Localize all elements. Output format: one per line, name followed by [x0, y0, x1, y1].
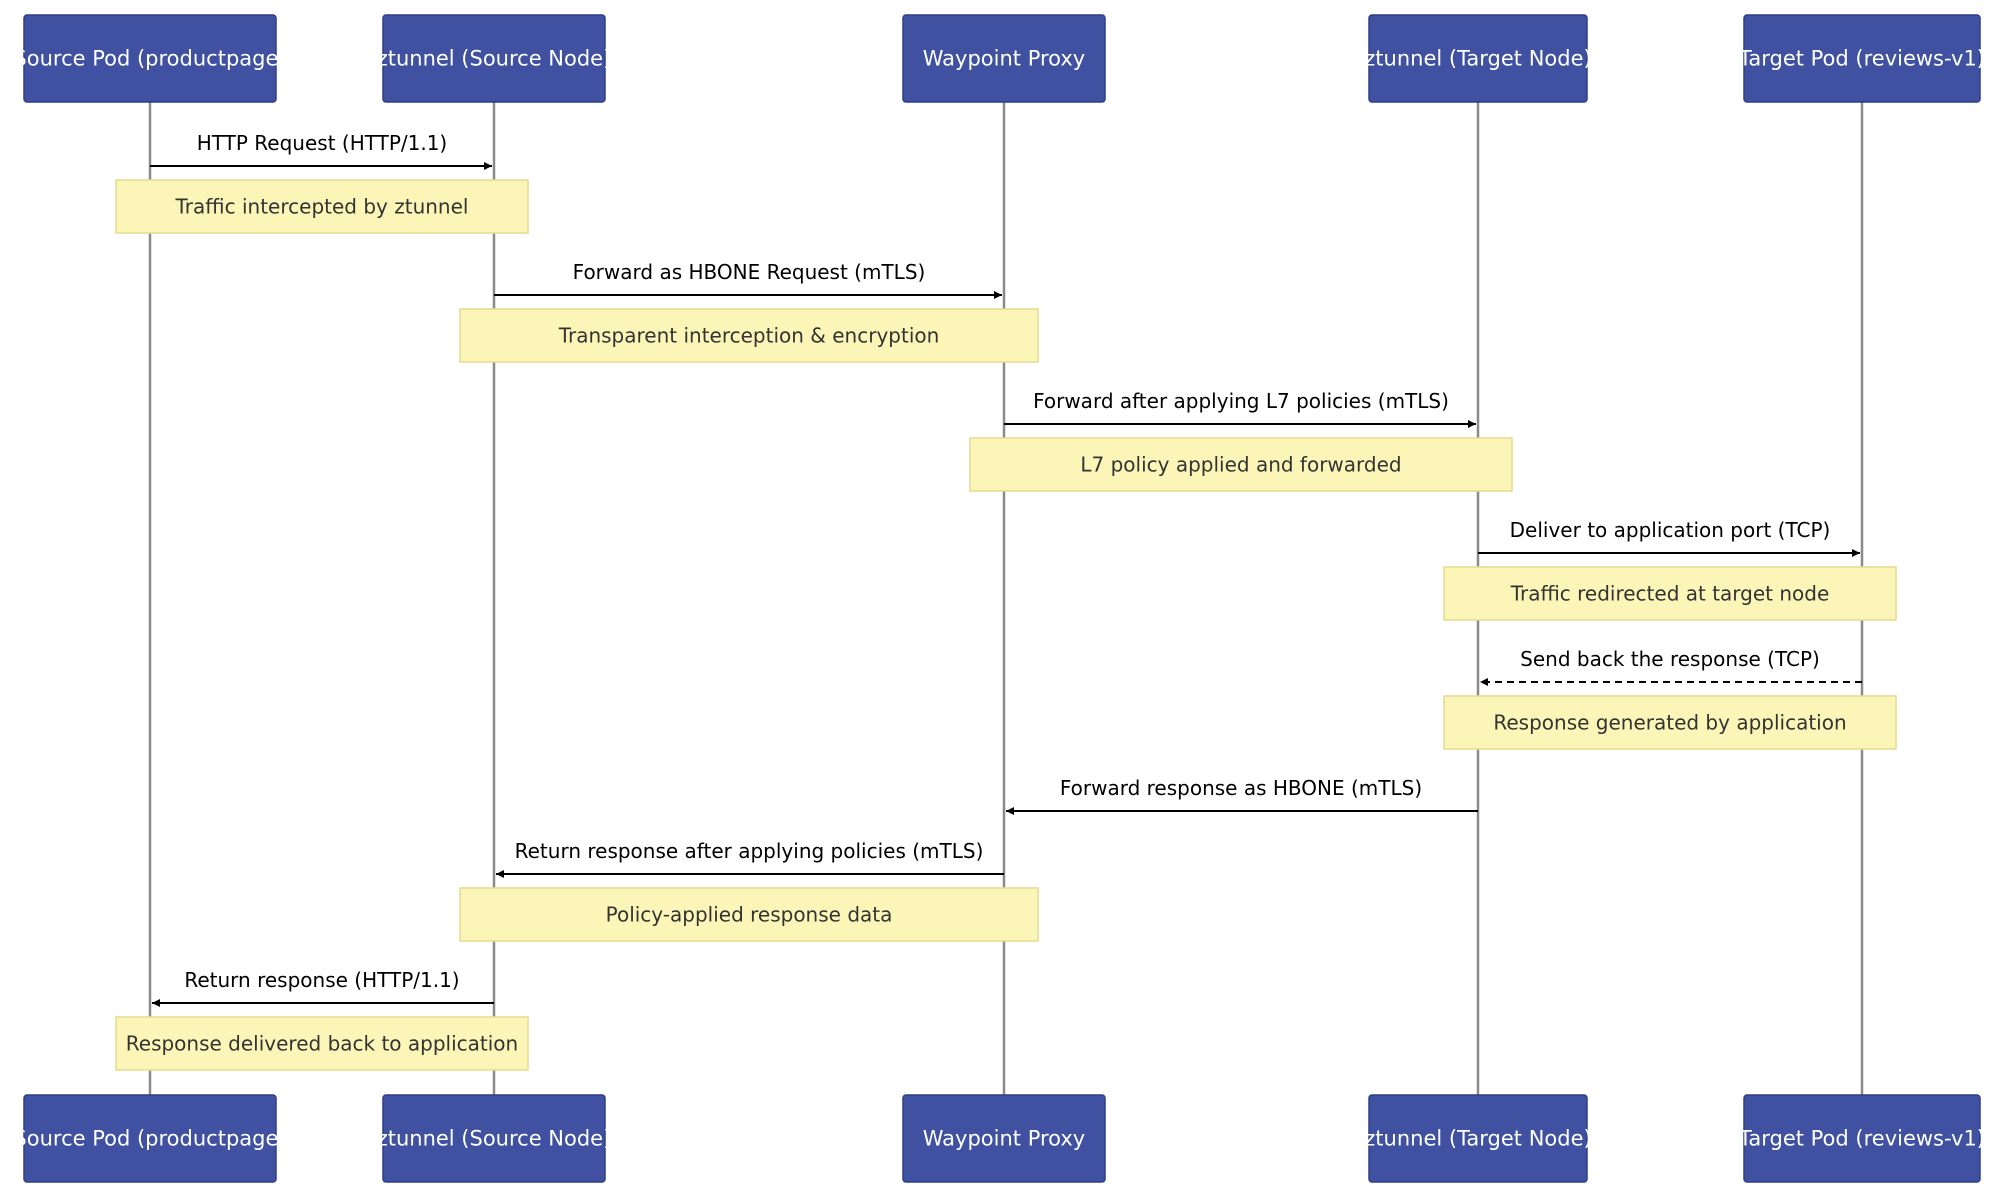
participant-tgt-bottom: Target Pod (reviews-v1)	[1738, 1094, 1985, 1183]
note-1: Traffic intercepted by ztunnel	[115, 179, 529, 234]
participant-box	[1368, 1094, 1588, 1183]
note-box	[459, 308, 1039, 363]
participant-box	[23, 14, 277, 103]
message-label: Forward as HBONE Request (mTLS)	[573, 260, 926, 284]
message-label: Forward after applying L7 policies (mTLS…	[1033, 389, 1449, 413]
note-box	[115, 179, 529, 234]
note-box	[115, 1016, 529, 1071]
participant-label: Source Pod (productpage)	[13, 47, 286, 71]
participant-src-bottom: Source Pod (productpage)	[13, 1094, 287, 1183]
note-text: Traffic intercepted by ztunnel	[175, 195, 469, 219]
message-label: Forward response as HBONE (mTLS)	[1060, 776, 1422, 800]
participant-label: Target Pod (reviews-v1)	[1738, 47, 1985, 71]
participant-box	[382, 1094, 606, 1183]
participant-box	[1368, 14, 1588, 103]
note-7: Traffic redirected at target node	[1443, 566, 1897, 621]
participant-label: Waypoint Proxy	[923, 1127, 1085, 1151]
participant-wp-bottom: Waypoint Proxy	[902, 1094, 1106, 1183]
message-8: Send back the response (TCP)	[1480, 647, 1862, 686]
message-4: Forward after applying L7 policies (mTLS…	[1004, 389, 1476, 428]
message-2: Forward as HBONE Request (mTLS)	[494, 260, 1002, 299]
participant-box	[902, 1094, 1106, 1183]
note-text: Response generated by application	[1493, 711, 1846, 735]
participant-src-top: Source Pod (productpage)	[13, 14, 287, 103]
note-box	[1443, 695, 1897, 750]
note-3: Transparent interception & encryption	[459, 308, 1039, 363]
participant-label: ztunnel (Target Node)	[1364, 1127, 1591, 1151]
note-14: Response delivered back to application	[115, 1016, 529, 1071]
participant-label: Waypoint Proxy	[923, 47, 1085, 71]
participant-box	[23, 1094, 277, 1183]
participant-ztsrc-bottom: ztunnel (Source Node)	[377, 1094, 612, 1183]
message-0: HTTP Request (HTTP/1.1)	[150, 131, 492, 170]
note-text: Traffic redirected at target node	[1510, 582, 1830, 606]
participant-box	[1743, 14, 1981, 103]
note-box	[1443, 566, 1897, 621]
note-text: Policy-applied response data	[606, 903, 893, 927]
participant-label: Source Pod (productpage)	[13, 1127, 286, 1151]
note-text: Response delivered back to application	[126, 1032, 518, 1056]
participant-ztsrc-top: ztunnel (Source Node)	[377, 14, 612, 103]
participant-box	[1743, 1094, 1981, 1183]
message-11: Return response after applying policies …	[496, 839, 1004, 878]
participant-tgt-top: Target Pod (reviews-v1)	[1738, 14, 1985, 103]
message-label: HTTP Request (HTTP/1.1)	[197, 131, 447, 155]
note-text: Transparent interception & encryption	[558, 324, 940, 348]
note-9: Response generated by application	[1443, 695, 1897, 750]
note-text: L7 policy applied and forwarded	[1080, 453, 1401, 477]
participant-label: ztunnel (Source Node)	[377, 1127, 612, 1151]
note-box	[969, 437, 1513, 492]
participant-label: ztunnel (Source Node)	[377, 47, 612, 71]
participant-label: ztunnel (Target Node)	[1364, 47, 1591, 71]
participant-label: Target Pod (reviews-v1)	[1738, 1127, 1985, 1151]
message-label: Return response after applying policies …	[515, 839, 984, 863]
participant-box	[382, 14, 606, 103]
participant-zttgt-top: ztunnel (Target Node)	[1364, 14, 1592, 103]
message-label: Return response (HTTP/1.1)	[184, 968, 459, 992]
note-5: L7 policy applied and forwarded	[969, 437, 1513, 492]
message-6: Deliver to application port (TCP)	[1478, 518, 1860, 557]
participant-zttgt-bottom: ztunnel (Target Node)	[1364, 1094, 1592, 1183]
message-label: Send back the response (TCP)	[1520, 647, 1820, 671]
message-label: Deliver to application port (TCP)	[1510, 518, 1831, 542]
note-12: Policy-applied response data	[459, 887, 1039, 942]
message-10: Forward response as HBONE (mTLS)	[1006, 776, 1478, 815]
message-13: Return response (HTTP/1.1)	[152, 968, 494, 1007]
participant-box	[902, 14, 1106, 103]
participant-wp-top: Waypoint Proxy	[902, 14, 1106, 103]
note-box	[459, 887, 1039, 942]
